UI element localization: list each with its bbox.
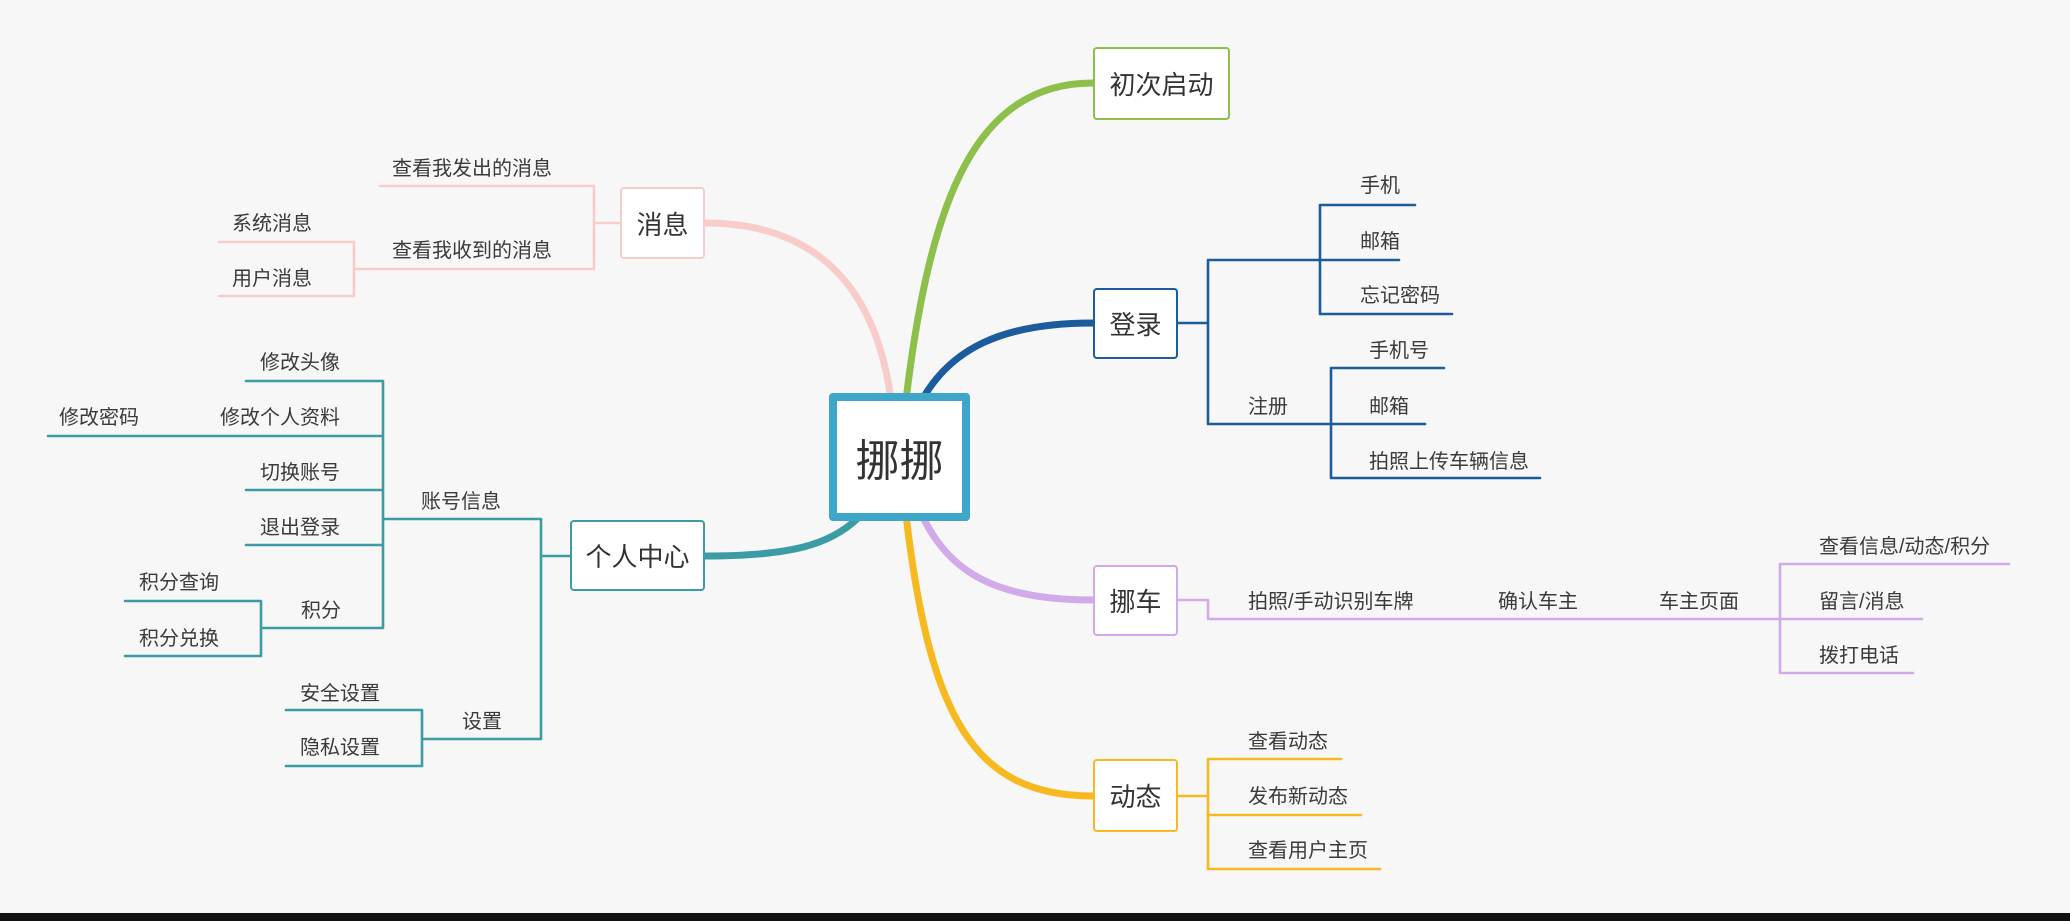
branch-curve-login [918,319,1097,404]
bottom-edge-bar [0,913,2070,921]
branch-curve-first-launch [902,79,1097,404]
account-logout: 退出登录 [260,517,340,539]
messages-user: 用户消息 [232,268,312,290]
login-register: 注册 [1248,396,1288,418]
feed-view-user-home: 查看用户主页 [1248,840,1368,862]
profile-connectors [46,379,572,768]
profile-settings: 设置 [462,711,502,733]
branch-curve-messages [701,219,895,404]
account-switch: 切换账号 [260,462,340,484]
messages-connectors [217,184,622,298]
branch-curve-move-car [918,511,1097,604]
move-car-step-owner-page: 车主页面 [1659,591,1739,613]
login-option-forgot-password: 忘记密码 [1360,285,1440,307]
login-option-phone: 手机 [1360,175,1400,197]
messages-received: 查看我收到的消息 [392,240,552,262]
login-connectors [1176,203,1542,480]
messages-sent: 查看我发出的消息 [392,158,552,180]
node-first-launch: 初次启动 [1093,47,1230,120]
node-move-car: 挪车 [1093,565,1178,636]
node-profile: 个人中心 [570,520,705,591]
register-option-phone-number: 手机号 [1369,340,1429,362]
move-car-connectors [1176,562,2011,675]
owner-page-leave-message: 留言/消息 [1819,591,1905,613]
move-car-step-confirm-owner: 确认车主 [1498,591,1578,613]
feed-post-new: 发布新动态 [1248,786,1348,808]
login-option-email: 邮箱 [1360,231,1400,253]
branch-curve-feed [902,511,1097,800]
root-node: 挪挪 [829,393,970,521]
node-messages: 消息 [620,187,705,259]
branch-curve-profile [701,514,862,560]
node-login: 登录 [1093,288,1178,359]
account-change-avatar: 修改头像 [260,352,340,374]
feed-view: 查看动态 [1248,731,1328,753]
messages-system: 系统消息 [232,213,312,235]
move-car-step-recognize-plate: 拍照/手动识别车牌 [1248,591,1414,613]
points-query: 积分查询 [139,572,219,594]
points-redeem: 积分兑换 [139,628,219,650]
feed-connectors [1176,757,1382,871]
owner-page-call: 拨打电话 [1819,645,1899,667]
register-option-vehicle-photo: 拍照上传车辆信息 [1369,451,1529,473]
profile-account-info: 账号信息 [421,491,501,513]
owner-page-view-info: 查看信息/动态/积分 [1819,536,1991,558]
account-change-password: 修改密码 [59,407,139,429]
node-feed: 动态 [1093,759,1178,832]
account-points: 积分 [301,600,341,622]
settings-privacy: 隐私设置 [300,737,380,759]
account-edit-profile: 修改个人资料 [220,407,340,429]
register-option-email: 邮箱 [1369,396,1409,418]
settings-security: 安全设置 [300,683,380,705]
